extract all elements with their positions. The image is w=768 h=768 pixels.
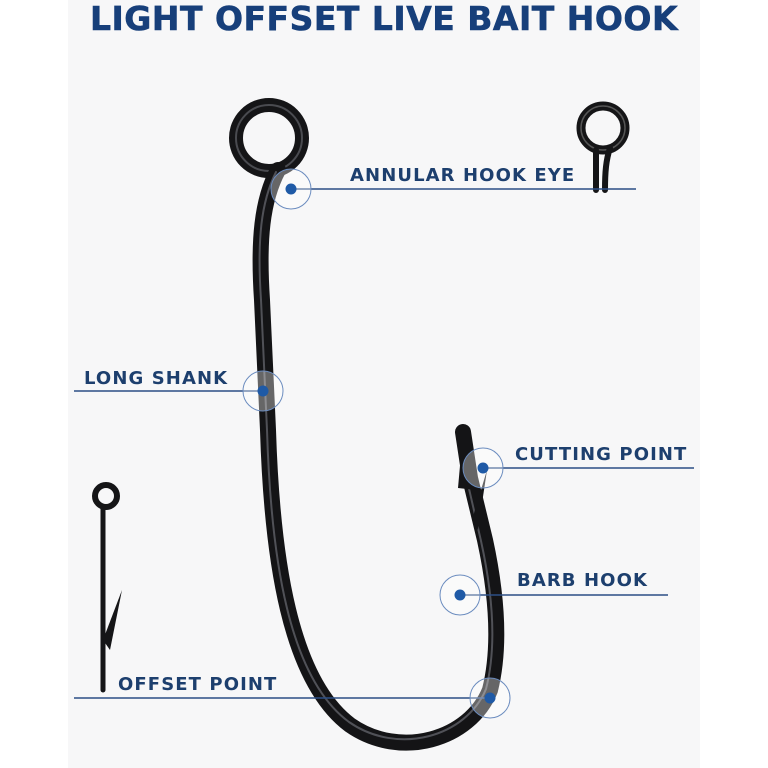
barb-marker	[439, 574, 481, 616]
main-hook	[229, 98, 505, 751]
shank-marker	[242, 370, 284, 412]
label-cutting-point: CUTTING POINT	[515, 444, 688, 465]
cutting-point-marker	[462, 447, 504, 489]
offset-point-marker	[469, 677, 511, 719]
eye-marker	[270, 168, 312, 210]
diagram-title: LIGHT OFFSET LIVE BAIT HOOK	[89, 0, 679, 38]
callout-markers	[242, 168, 511, 719]
eye-detail-thumbnail	[576, 101, 630, 193]
label-barb-hook: BARB HOOK	[517, 570, 649, 591]
label-long-shank: LONG SHANK	[84, 368, 229, 389]
label-offset-point: OFFSET POINT	[118, 674, 278, 695]
label-annular-hook-eye: ANNULAR HOOK EYE	[350, 165, 576, 186]
offset-side-view-hook	[92, 482, 122, 693]
hook-point	[458, 432, 476, 490]
hook-barb	[472, 470, 487, 530]
background-panel	[68, 0, 700, 768]
hook-body	[252, 162, 505, 751]
callout-lines	[74, 188, 694, 699]
